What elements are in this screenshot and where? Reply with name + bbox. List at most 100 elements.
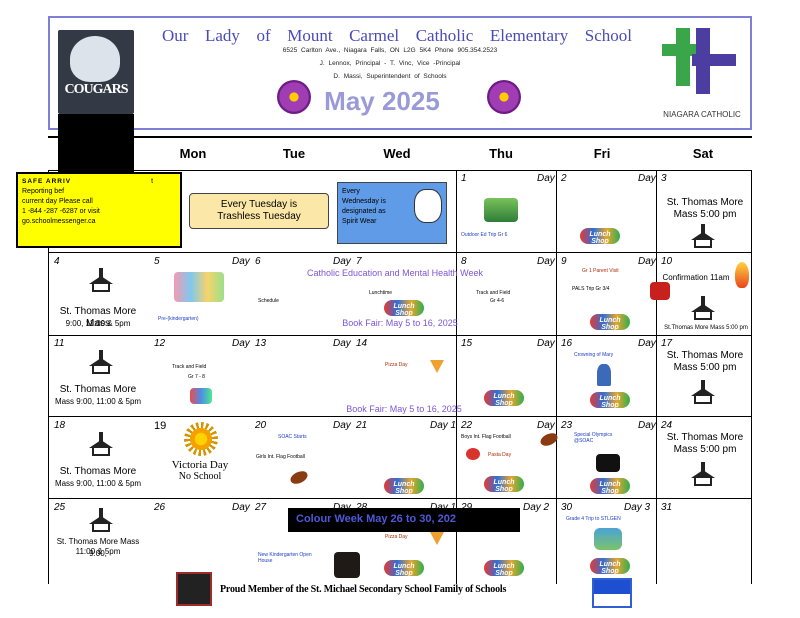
- mass-sat-3: St. Thomas More Mass 5:00 pm: [666, 197, 744, 220]
- day-label: Day: [333, 256, 351, 267]
- day-label: Day: [232, 338, 250, 349]
- lunch-icon: Lunch Shop: [484, 560, 524, 577]
- kindergarten-open-house: New Kindergarten Open House: [258, 552, 312, 564]
- mary-icon: [597, 364, 611, 386]
- boys-flag-event: Boys Int. Flag Football: [461, 434, 511, 440]
- date-5: 5: [154, 256, 160, 267]
- pizza-day-event-28: Pizza Day: [385, 534, 408, 540]
- flower-icon: [487, 80, 521, 114]
- pals-trip-event: PALS Trip Gr 3/4: [572, 286, 610, 292]
- date-3: 3: [661, 173, 667, 184]
- date-17: 17: [661, 338, 673, 349]
- mass-sun-4: St. Thomas More Mass: [59, 306, 137, 329]
- date-18: 18: [54, 420, 66, 431]
- date-12: 12: [154, 338, 166, 349]
- day-sequence-21: Day 1: [430, 420, 457, 431]
- date-14: 14: [356, 338, 368, 349]
- date-1: 1: [461, 173, 467, 184]
- lunch-icon: Lunch Shop: [484, 390, 524, 407]
- day-label: Day: [232, 256, 250, 267]
- calendar-header: [48, 16, 752, 130]
- kindergarten-registration: Pre-(kindergarten): [158, 316, 199, 322]
- date-6: 6: [255, 256, 261, 267]
- secondary-school-logo: [592, 578, 632, 608]
- trees-icon: [484, 198, 518, 222]
- book-fair-event-2: Book Fair: May 5 to 16, 2025: [346, 404, 462, 414]
- crowning-event: Crowning of Mary: [574, 352, 614, 358]
- date-4: 4: [54, 256, 60, 267]
- date-21: 21: [356, 420, 368, 431]
- church-icon: [688, 296, 718, 322]
- date-7: 7: [356, 256, 362, 267]
- weekday-wed: Wed: [383, 146, 411, 161]
- lunch-icon: Lunch Shop: [590, 558, 630, 575]
- board-logo: NIAGARA CATHOLIC: [662, 28, 741, 124]
- lunch-icon: Lunch Shop: [384, 478, 424, 495]
- family-logo: [176, 572, 212, 606]
- weekday-thu: Thu: [489, 146, 513, 161]
- calendar-grid: Mon Tue Wed Thu Fri Sat: [48, 136, 752, 584]
- children-icon: [174, 272, 224, 302]
- day-sequence-29: Day 2: [523, 502, 550, 513]
- lunch-icon: Lunch Shop: [484, 476, 524, 493]
- date-24: 24: [661, 420, 673, 431]
- weekday-mon: Mon: [179, 146, 207, 161]
- church-icon: [688, 462, 718, 488]
- church-icon: [86, 432, 116, 458]
- mass-sun-25-b: 11:00 & 5pm: [75, 547, 121, 556]
- flame-icon: [735, 262, 749, 288]
- day-label: Day: [537, 420, 555, 431]
- school-name: Our Lady of Mount Carmel Catholic Elemen…: [162, 26, 632, 45]
- special-olympics-event: Special Olympics @SOAC: [574, 432, 613, 444]
- mass-sun-11-a: St. Thomas More: [59, 384, 137, 395]
- book-fair-event-1: Book Fair: May 5 to 16, 2025: [342, 318, 458, 328]
- day-label: Day: [537, 173, 555, 184]
- lunch-icon: Lunch Shop: [580, 228, 620, 245]
- olympics-icon: [596, 454, 620, 472]
- lunch-icon: Lunch Shop: [384, 300, 424, 317]
- school-address: 6525 Carlton Ave., Niagara Falls, ON L2G…: [282, 47, 498, 54]
- red-logo: [650, 282, 670, 300]
- date-25: 25: [54, 502, 66, 513]
- confirmation-event: Confirmation 11am: [662, 273, 730, 282]
- date-23: 23: [561, 420, 573, 431]
- runners-icon: [190, 388, 212, 404]
- date-31: 31: [661, 502, 673, 513]
- weekday-tue: Tue: [282, 146, 306, 161]
- date-30: 30: [561, 502, 573, 513]
- date-28: 28: [356, 502, 367, 513]
- principals-line: J. Lennox, Principal - T. Vinc, Vice -Pr…: [319, 60, 461, 67]
- mass-sun-18-b: Mass 9:00, 11:00 & 5pm: [54, 479, 142, 488]
- lunch-icon: Lunch Shop: [590, 392, 630, 409]
- outdoor-ed-event: Outdoor Ed Trip Gr 6: [461, 232, 508, 238]
- day-label: Day: [638, 420, 656, 431]
- date-13: 13: [255, 338, 267, 349]
- cross-icon: [676, 28, 690, 86]
- pasta-day-event: Pasta Day: [488, 452, 512, 458]
- track-meet-note: Track and Field: [476, 290, 511, 296]
- trashless-tuesday-banner: Every Tuesday is Trashless Tuesday: [189, 193, 329, 229]
- church-icon: [688, 380, 718, 406]
- lunch-icon: Lunch Shop: [384, 560, 424, 577]
- mass-sun-11-b: Mass 9:00, 11:00 & 5pm: [54, 397, 142, 406]
- lunch-icon: Lunch Shop: [590, 478, 630, 495]
- mass-sat-24: St. Thomas More Mass 5:00 pm: [666, 432, 744, 455]
- primary-trip-event: Gr 1 Parent Visit: [582, 268, 619, 274]
- grade-note: Gr 4-6: [490, 298, 505, 304]
- track-grades: Gr 7 - 8: [188, 374, 205, 380]
- day-label: Day: [537, 338, 555, 349]
- spirit-wear-banner: Every Wednesday is designated as Spirit …: [337, 182, 447, 244]
- fireworks-icon: [184, 422, 218, 456]
- church-icon: [86, 350, 116, 376]
- month-title: May 2025: [324, 86, 440, 116]
- day-label: Day: [638, 173, 656, 184]
- weekday-fri: Fri: [593, 146, 611, 161]
- date-2: 2: [561, 173, 567, 184]
- date-26: 26: [154, 502, 166, 513]
- day-label: Day: [333, 420, 351, 431]
- date-29: 29: [461, 502, 472, 513]
- superintendent-line: D. Massi, Superintendent of Schools: [333, 73, 447, 80]
- catholic-week-event: Catholic Education and Mental Health Wee…: [307, 268, 483, 278]
- grade4-trip-event: Grade 4 Trip to STLGEN: [566, 516, 621, 522]
